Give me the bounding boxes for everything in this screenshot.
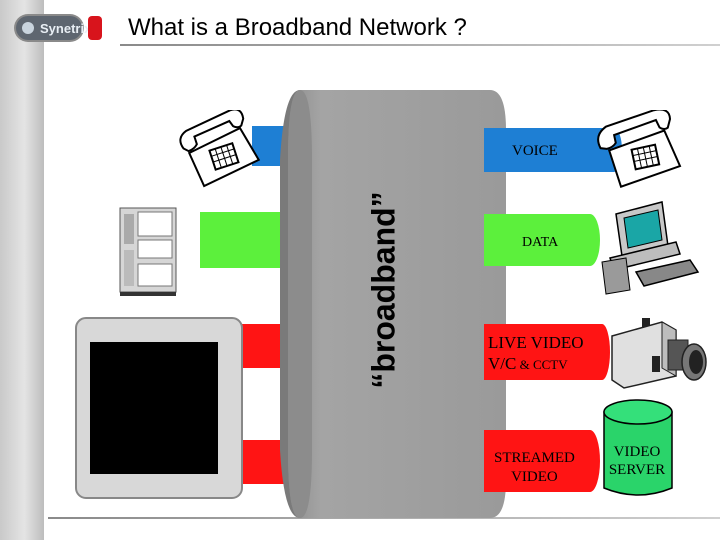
logo-text: Synetrix bbox=[40, 21, 92, 36]
live-video-cctv: & CCTV bbox=[516, 357, 568, 372]
streamed-video-channel-out bbox=[484, 430, 590, 492]
streamed-video-label: STREAMED VIDEO bbox=[494, 449, 575, 487]
cctv-camera-icon bbox=[611, 318, 707, 389]
live-video-line2: V/C & CCTV bbox=[488, 353, 584, 375]
server-line2: SERVER bbox=[608, 462, 666, 478]
broadband-label: “broadband” bbox=[365, 191, 402, 389]
data-label: DATA bbox=[522, 235, 559, 250]
broadband-pipe-diagram bbox=[200, 90, 622, 518]
live-video-line1: LIVE VIDEO bbox=[488, 333, 584, 352]
streamed-line2: VIDEO bbox=[511, 469, 558, 485]
video-server-icon bbox=[603, 399, 673, 496]
telephone-icon bbox=[597, 110, 682, 189]
streamed-line1: STREAMED bbox=[494, 450, 575, 466]
telephone-icon bbox=[179, 110, 261, 188]
live-video-channel-out bbox=[484, 324, 602, 380]
server-line1: VIDEO bbox=[613, 444, 661, 460]
live-video-label: LIVE VIDEO V/C & CCTV bbox=[488, 332, 584, 375]
page-title: What is a Broadband Network ? bbox=[128, 14, 467, 41]
server-cabinet-icon bbox=[119, 207, 177, 296]
title-divider bbox=[120, 44, 720, 46]
voice-label: VOICE bbox=[512, 143, 558, 159]
computer-icon bbox=[601, 201, 700, 295]
sidebar-strip bbox=[0, 0, 44, 540]
data-channel-out bbox=[484, 214, 590, 266]
live-video-vc: V/C bbox=[488, 354, 517, 373]
video-server-label: VIDEO SERVER bbox=[604, 443, 670, 479]
television-icon bbox=[75, 317, 243, 499]
synetrix-logo: Synetrix bbox=[14, 14, 102, 42]
voice-channel-out bbox=[484, 128, 614, 172]
